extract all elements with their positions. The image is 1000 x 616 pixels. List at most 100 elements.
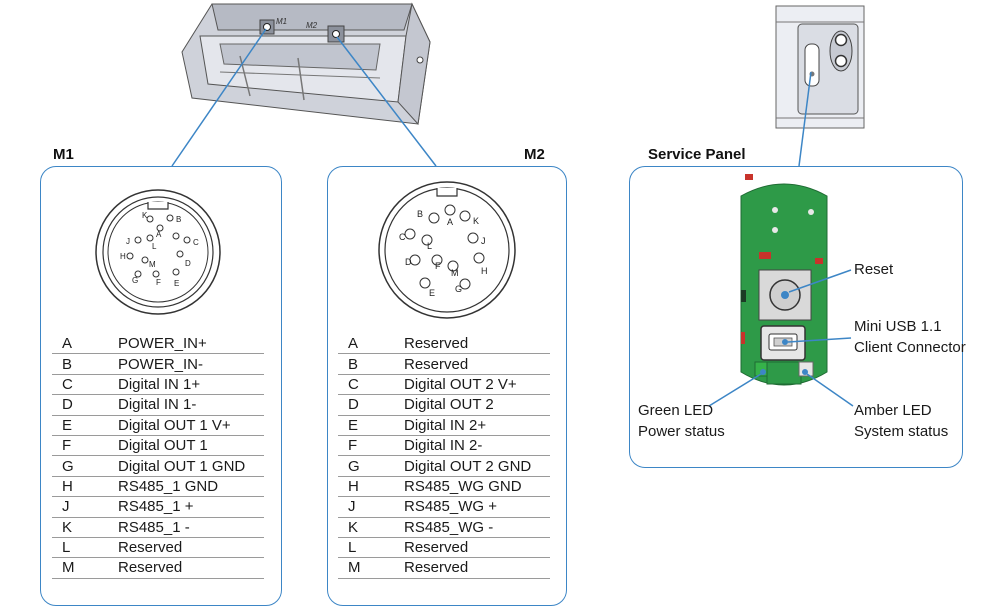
pin-signal: RS485_1 + xyxy=(118,496,264,518)
m2-heading: M2 xyxy=(524,146,545,163)
pin-signal: RS485_1 GND xyxy=(118,476,264,498)
pin-signal: Digital IN 1+ xyxy=(118,374,264,396)
pin-signal: Reserved xyxy=(404,334,550,355)
pin-signal: RS485_1 - xyxy=(118,517,264,538)
svg-text:H: H xyxy=(481,266,488,276)
svg-text:C: C xyxy=(399,232,406,242)
reset-button[interactable] xyxy=(758,269,812,321)
pin-signal: Reserved xyxy=(404,537,550,559)
svg-text:F: F xyxy=(435,261,441,271)
svg-text:C: C xyxy=(193,238,199,247)
pin-signal: Digital OUT 2 V+ xyxy=(404,374,550,396)
service-panel-housing-drawing xyxy=(775,5,865,129)
pin-letter: C xyxy=(338,374,404,396)
pin-signal: POWER_IN- xyxy=(118,353,264,375)
pin-letter: J xyxy=(52,496,118,518)
pin-letter: B xyxy=(52,353,118,375)
svg-text:B: B xyxy=(417,209,423,219)
amber-led-label-line2: System status xyxy=(854,423,949,440)
green-led-label-line2: Power status xyxy=(638,423,725,440)
m2-connector-face: B A K C L J D F M H E G xyxy=(378,181,516,319)
pin-letter: E xyxy=(338,415,404,436)
pin-letter: E xyxy=(52,415,118,436)
svg-text:L: L xyxy=(152,242,157,251)
usb-label-line2: Client Connector xyxy=(854,339,966,356)
pin-letter: C xyxy=(52,374,118,396)
svg-text:J: J xyxy=(126,237,130,246)
svg-text:G: G xyxy=(132,276,138,285)
pin-letter: D xyxy=(52,394,118,416)
pin-signal: Digital IN 2- xyxy=(404,435,550,457)
device-port-label-m1: M1 xyxy=(276,17,287,26)
pin-letter: K xyxy=(52,517,118,538)
pin-signal: Digital OUT 1 GND xyxy=(118,455,264,477)
usb-label-line1: Mini USB 1.1 xyxy=(854,318,942,335)
mini-usb-port[interactable] xyxy=(760,325,806,361)
pin-signal: RS485_WG GND xyxy=(404,476,550,498)
pin-letter: K xyxy=(338,517,404,538)
service-pcb-drawing xyxy=(708,174,854,407)
pin-signal: Digital OUT 1 V+ xyxy=(118,415,264,436)
svg-text:M: M xyxy=(149,260,156,269)
svg-text:A: A xyxy=(156,230,162,239)
pin-letter: D xyxy=(338,394,404,416)
pin-letter: A xyxy=(338,334,404,355)
pin-signal: RS485_WG - xyxy=(404,517,550,538)
pin-signal: Reserved xyxy=(404,557,550,579)
pin-signal: Reserved xyxy=(118,537,264,559)
pin-letter: L xyxy=(52,537,118,559)
pin-letter: A xyxy=(52,334,118,355)
reset-label: Reset xyxy=(854,261,894,278)
pin-signal: POWER_IN+ xyxy=(118,334,264,355)
device-port-label-m2: M2 xyxy=(306,21,318,30)
pin-letter: M xyxy=(52,557,118,579)
pin-signal: Digital IN 1- xyxy=(118,394,264,416)
svg-text:M: M xyxy=(451,268,459,278)
m1-heading: M1 xyxy=(53,146,74,163)
svg-text:K: K xyxy=(473,216,479,226)
svg-text:D: D xyxy=(185,259,191,268)
pin-letter: L xyxy=(338,537,404,559)
pin-letter: G xyxy=(338,455,404,477)
svg-text:A: A xyxy=(447,217,453,227)
pin-signal: Reserved xyxy=(404,353,550,375)
svg-text:H: H xyxy=(120,252,126,261)
pin-letter: G xyxy=(52,455,118,477)
pin-letter: H xyxy=(338,476,404,498)
pin-signal: Reserved xyxy=(118,557,264,579)
svg-text:K: K xyxy=(142,211,148,220)
svg-text:F: F xyxy=(156,278,161,287)
svg-text:D: D xyxy=(405,257,412,267)
pin-signal: Digital IN 2+ xyxy=(404,415,550,436)
pin-letter: F xyxy=(338,435,404,457)
svg-text:J: J xyxy=(481,236,486,246)
pin-letter: J xyxy=(338,496,404,518)
green-led-label-line1: Green LED xyxy=(638,402,714,419)
pin-signal: Digital OUT 1 xyxy=(118,435,264,457)
svg-text:B: B xyxy=(176,215,181,224)
